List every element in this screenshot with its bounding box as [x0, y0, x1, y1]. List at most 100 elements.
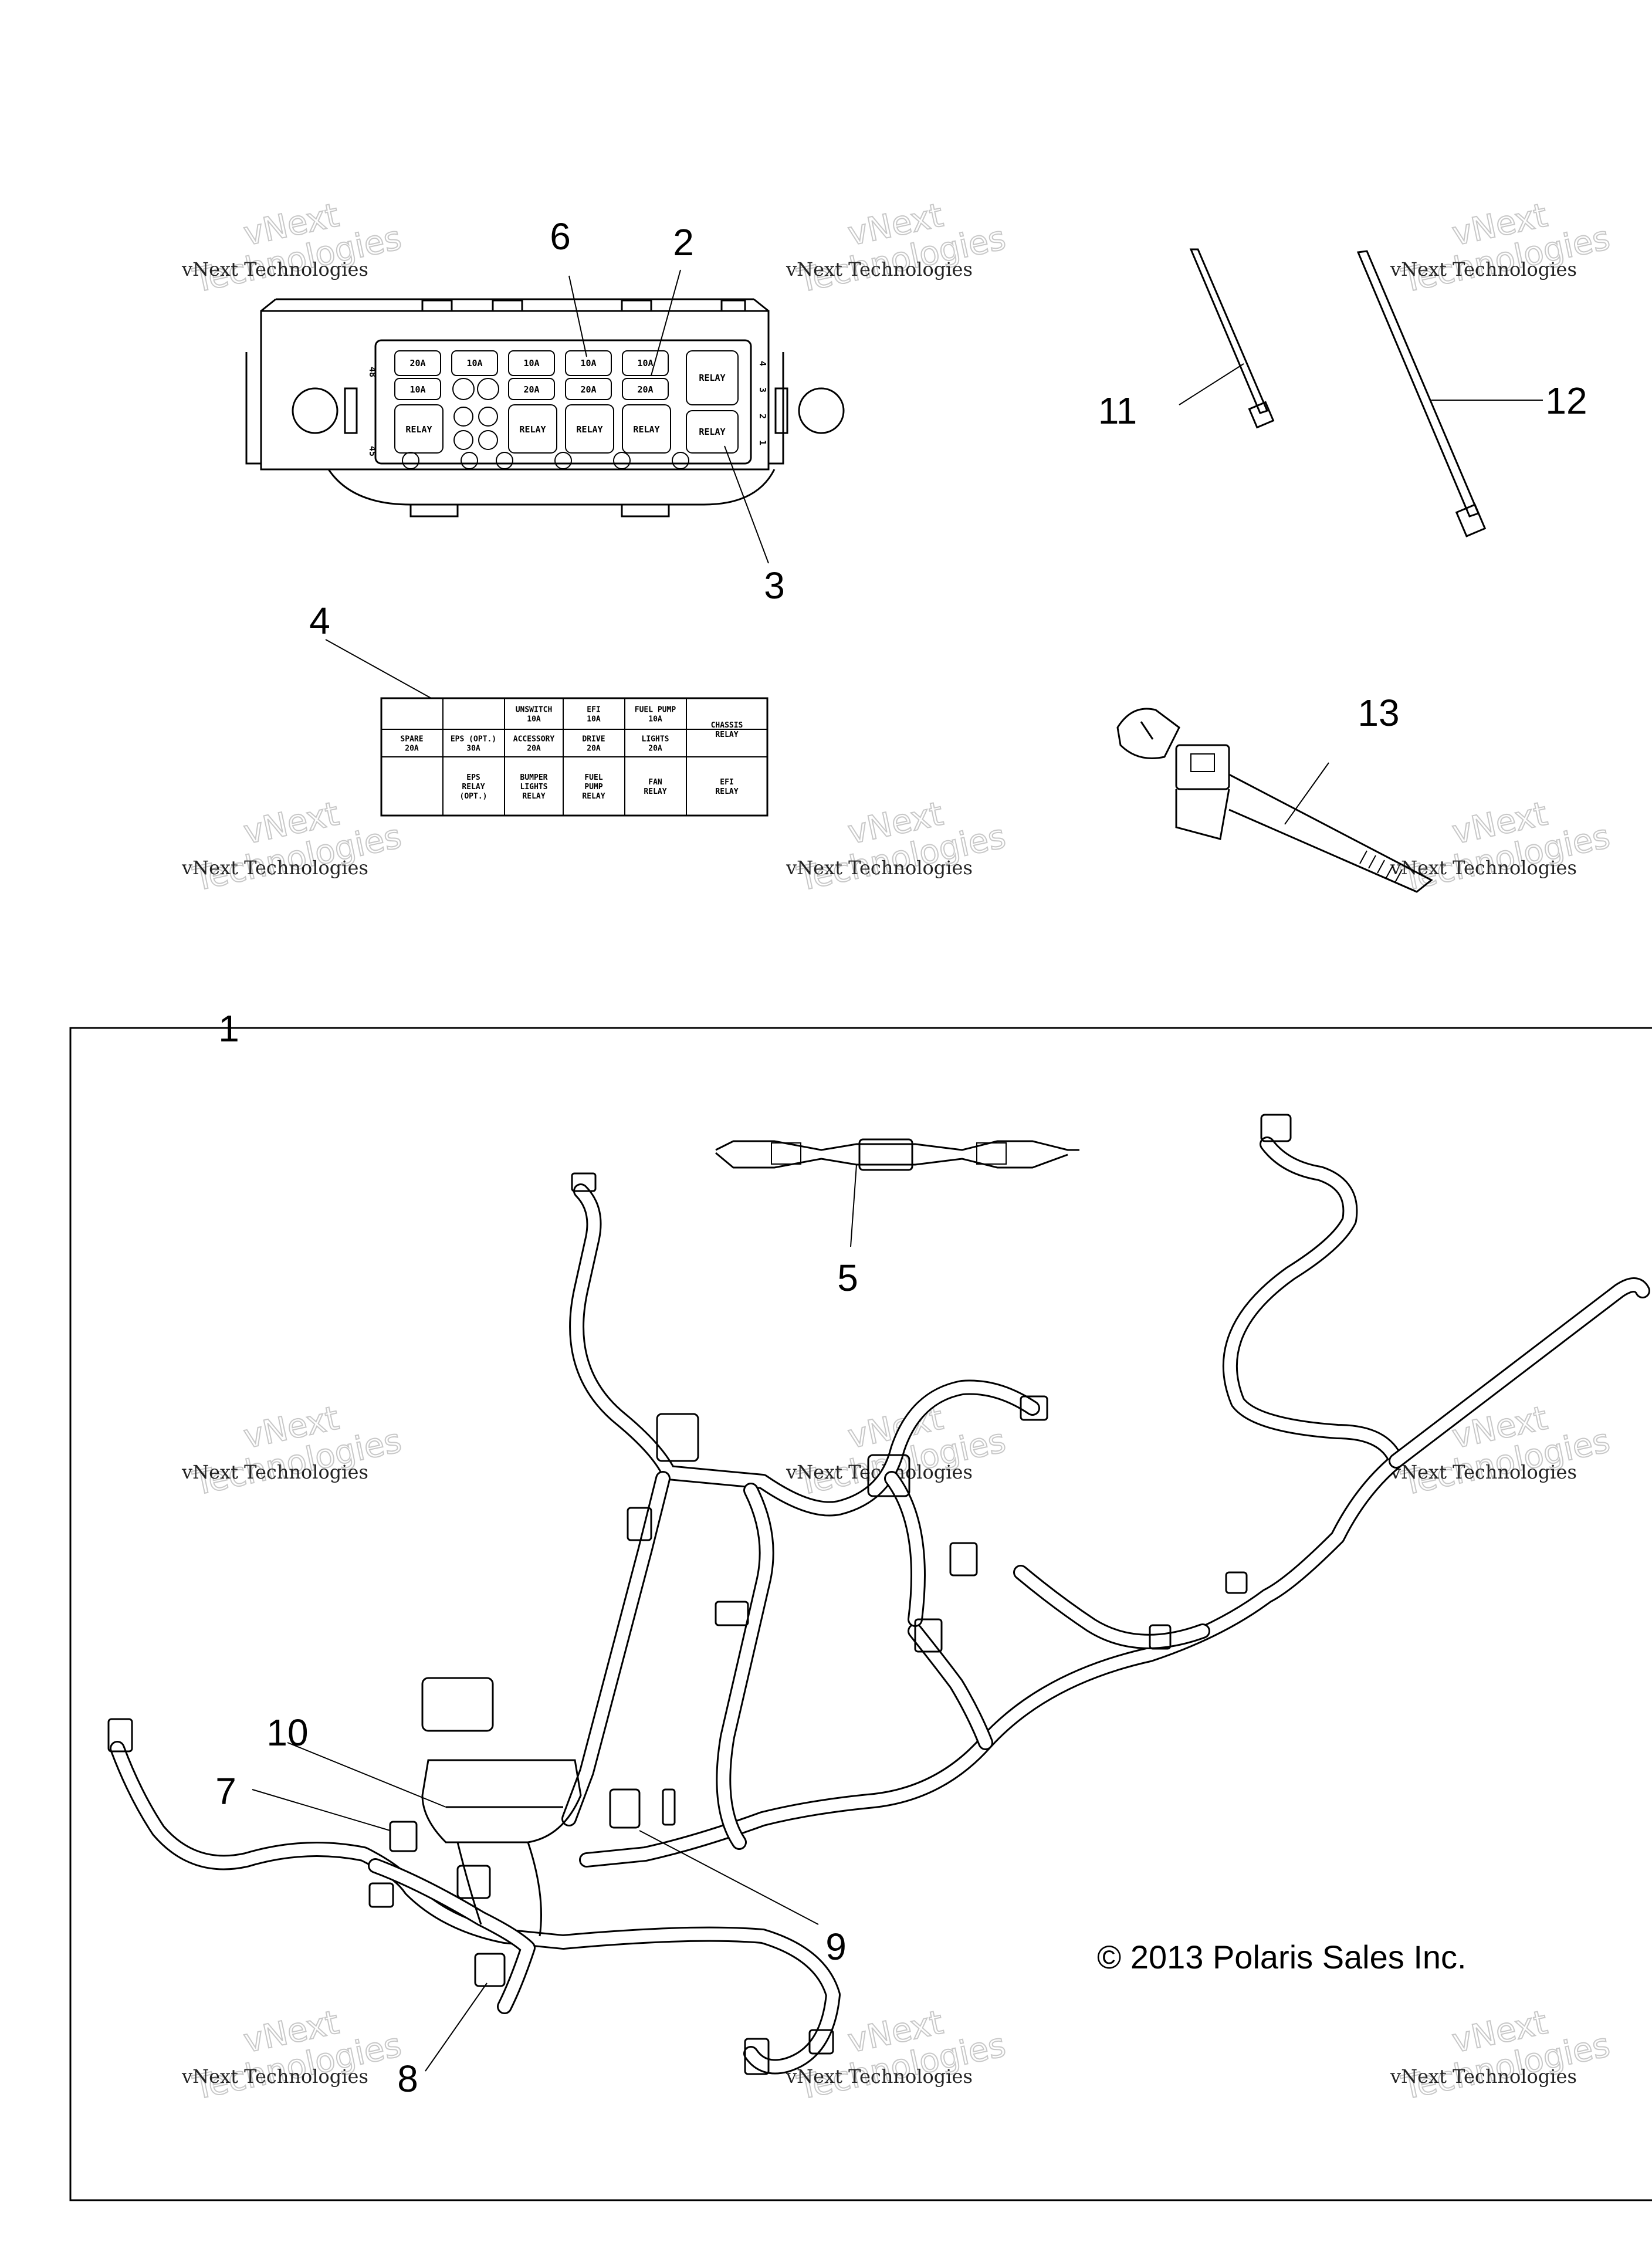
- watermark-text: vNext Technologies: [1390, 857, 1577, 879]
- clip-tie-13: [1116, 708, 1433, 893]
- watermark-text: vNext Technologies: [181, 1461, 368, 1483]
- fuse-box-side-1: 1: [757, 440, 768, 445]
- watermark-text: vNext Technologies: [1390, 2065, 1577, 2088]
- fuse-r2-3: 20A: [580, 384, 596, 395]
- connector-far-left: [107, 1718, 133, 1753]
- connector-7: [389, 1821, 418, 1852]
- fuse-r3-2: RELAY: [519, 424, 546, 435]
- watermark-text: vNext Technologies: [181, 258, 368, 280]
- fuse-box-side-48: 48: [367, 367, 378, 377]
- copyright-text: © 2013 Polaris Sales Inc.: [1097, 1939, 1467, 1975]
- connector-right-branch: [1020, 1395, 1048, 1421]
- connector-center-mid: [627, 1507, 652, 1541]
- fuse-r3-3: RELAY: [576, 424, 602, 435]
- callout-3: 3: [764, 564, 785, 607]
- cable-tie-11: [1179, 248, 1275, 429]
- callout-7: 7: [215, 1770, 236, 1812]
- fuse-row-3: RELAY RELAY RELAY RELAY RELAY: [394, 404, 739, 454]
- connector-9: [609, 1788, 641, 1829]
- connectors: [107, 1114, 1292, 2075]
- connector-clip-b: [1149, 1624, 1172, 1650]
- connector-center-top: [656, 1413, 699, 1462]
- connector-top-left: [571, 1172, 597, 1192]
- main-wire-harness: [110, 1136, 1650, 2075]
- harness-fuse-box: [421, 1759, 582, 1937]
- callout-6: 6: [550, 215, 571, 258]
- fuse-box: 48 45 4 3 2 1 20A 10A 10A 10A 10A RELAY: [245, 269, 845, 564]
- fuse-r3-5: RELAY: [699, 427, 725, 437]
- callout-13: 13: [1358, 692, 1399, 734]
- fuse-r1-1: 20A: [409, 358, 425, 368]
- callout-8: 8: [397, 2058, 418, 2100]
- fuse-r1-3: 10A: [523, 358, 539, 368]
- watermark-text: vNext Technologies: [786, 2065, 973, 2088]
- callout-12: 12: [1545, 380, 1587, 422]
- cable-tie-12: [1356, 250, 1543, 537]
- watermark-text: vNext Technologies: [181, 2065, 368, 2088]
- callout-1: 1: [218, 1007, 239, 1050]
- watermark-text: vNext Technologies: [786, 258, 973, 280]
- connector-bottom: [744, 2038, 770, 2075]
- fuse-r3-1: RELAY: [405, 424, 432, 435]
- fuse-row-1: 20A 10A 10A 10A 10A RELAY: [394, 350, 739, 405]
- connector-right-mid: [914, 1618, 943, 1653]
- callout-9: 9: [825, 1926, 847, 1968]
- connector-top-right: [1260, 1114, 1292, 1142]
- connector-bottom-right: [808, 2029, 834, 2055]
- jumper-harness-5: [715, 1138, 1079, 1247]
- fuse-r1-2: 10A: [466, 358, 482, 368]
- fuse-r1-relay: RELAY: [699, 373, 725, 383]
- fuse-r2-1: 10A: [409, 384, 425, 395]
- callout-10: 10: [266, 1711, 308, 1754]
- fuse-box-side-45: 45: [367, 446, 378, 456]
- connector-probe: [662, 1788, 676, 1826]
- watermark-text: vNext Technologies: [1390, 1461, 1577, 1483]
- harness-frame: [69, 1027, 1652, 2201]
- fuse-row-2: 10A 20A 20A 20A: [394, 378, 669, 400]
- fuse-r2-2: 20A: [523, 384, 539, 395]
- connector-center-small: [715, 1601, 749, 1626]
- fuse-r3-4: RELAY: [633, 424, 659, 435]
- callout-11: 11: [1098, 390, 1137, 432]
- watermark-text: vNext Technologies: [786, 857, 973, 879]
- connector-center-low: [456, 1865, 491, 1899]
- fuse-r1-5: 10A: [637, 358, 653, 368]
- fuse-box-side-4: 4: [757, 361, 768, 366]
- connector-left-small: [368, 1882, 394, 1908]
- watermark-text: vNext Technologies: [1390, 258, 1577, 280]
- connector-8: [474, 1953, 506, 1987]
- connector-large: [421, 1677, 494, 1732]
- callout-2: 2: [673, 221, 694, 263]
- fuse-box-side-2: 2: [757, 414, 768, 419]
- connector-clip-a: [1225, 1571, 1248, 1594]
- fuse-box-side-3: 3: [757, 387, 768, 393]
- watermark-text: vNext Technologies: [181, 857, 368, 879]
- callout-4: 4: [309, 600, 330, 642]
- callout-5: 5: [837, 1257, 858, 1299]
- connector-right-lower: [949, 1542, 978, 1577]
